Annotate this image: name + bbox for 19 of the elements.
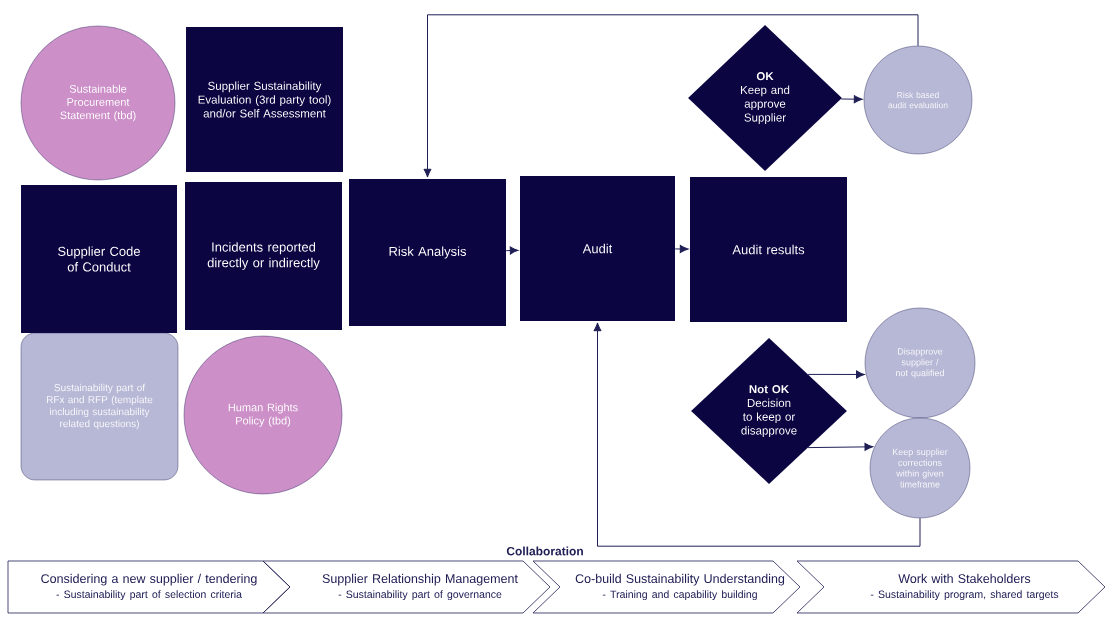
chevron-step: Work with Stakeholders - Sustainability program, shared targets <box>796 560 1106 614</box>
arrow <box>807 442 874 451</box>
process-box: Incidents reported directly or indirectly <box>185 182 342 330</box>
section-heading: Collaboration <box>506 546 583 556</box>
rounded-box: Sustainability part of RFx and RFP (template including sustainability related questions) <box>20 332 179 481</box>
process-box: Supplier Sustainability Evaluation (3rd party tool) and/or Self Assessment <box>186 27 343 172</box>
arrow <box>807 370 865 379</box>
process-box: Supplier Code of Conduct <box>21 185 177 333</box>
chevron-step: Co-build Sustainability Understanding - Training and capability building <box>532 560 801 614</box>
arrow <box>593 322 921 547</box>
process-box: Audit results <box>690 177 847 322</box>
chevron-step: Supplier Relationship Management - Sustainability part of governance <box>262 560 551 614</box>
process-box: Audit <box>520 176 675 321</box>
arrow <box>840 95 863 104</box>
arrow <box>505 246 519 255</box>
arrow <box>674 244 689 253</box>
process-box: Risk Analysis <box>349 179 506 326</box>
arrow <box>423 14 919 178</box>
chevron-step: Considering a new supplier / tendering - Sustainability part of selection criteria <box>7 560 291 614</box>
